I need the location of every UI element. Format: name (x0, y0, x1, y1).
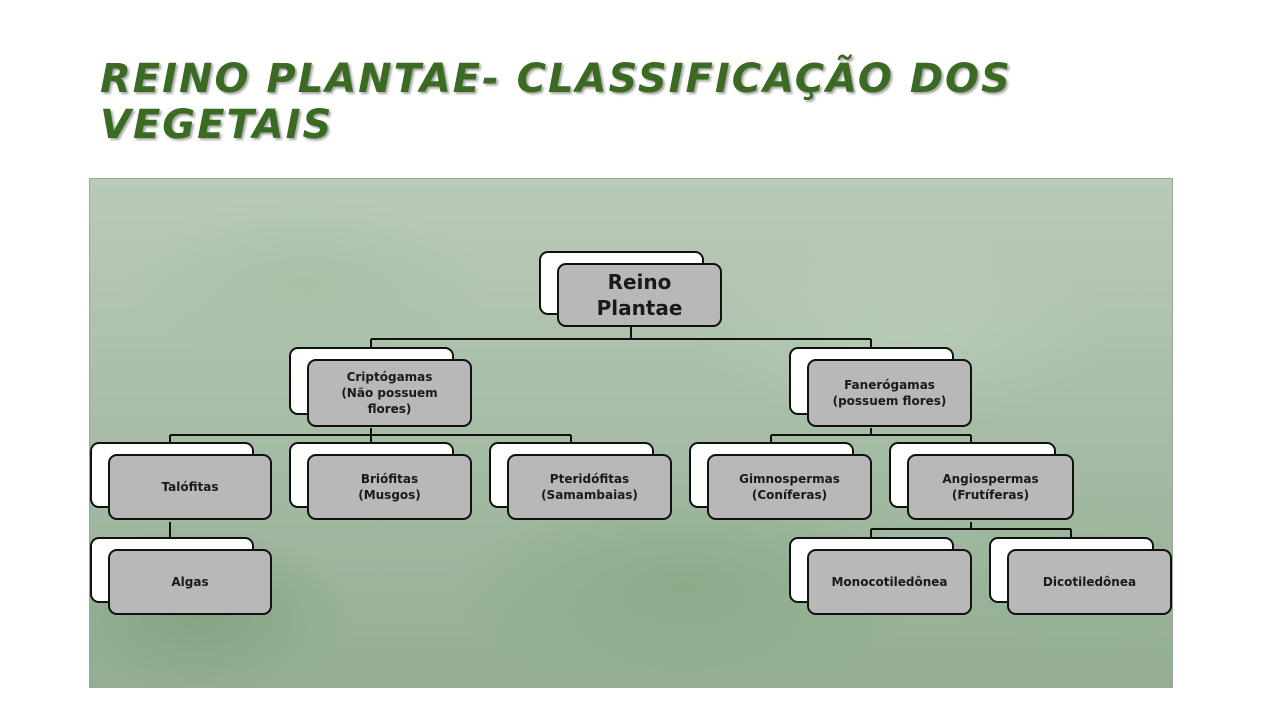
node-front-panel: Monocotiledônea (807, 549, 972, 615)
node-criptogamas-line2: (Não possuem (341, 386, 438, 400)
node-criptogamas-line3: flores) (367, 402, 412, 416)
node-front-panel: Gimnospermas (Coníferas) (707, 454, 872, 520)
connector-lines (169, 325, 1072, 538)
node-reino-plantae: Reino Plantae (539, 251, 722, 327)
node-angiospermas: Angiospermas (Frutíferas) (889, 442, 1074, 520)
node-reino-plantae-line2: Plantae (596, 296, 683, 320)
classification-panel: Reino Plantae Criptógamas (Não possuem f… (89, 178, 1173, 688)
connector-root-to-level1 (370, 325, 872, 349)
node-algas: Algas (90, 537, 272, 615)
node-talofitas: Talófitas (90, 442, 272, 520)
node-briofitas-line2: (Musgos) (358, 488, 421, 502)
node-monocotiledonea: Monocotiledônea (789, 537, 972, 615)
connector-criptogamas-to-children (169, 428, 572, 443)
node-front-panel: Angiospermas (Frutíferas) (907, 454, 1074, 520)
node-front-panel: Algas (108, 549, 272, 615)
node-briofitas: Briófitas (Musgos) (289, 442, 472, 520)
node-front-panel: Fanerógamas (possuem flores) (807, 359, 972, 427)
node-front-panel: Reino Plantae (557, 263, 722, 327)
node-criptogamas: Criptógamas (Não possuem flores) (289, 347, 472, 427)
node-gimnospermas-line2: (Coníferas) (751, 488, 828, 502)
node-front-panel: Briófitas (Musgos) (307, 454, 472, 520)
node-fanerogamas: Fanerógamas (possuem flores) (789, 347, 972, 427)
node-criptogamas-line1: Criptógamas (346, 370, 433, 384)
node-gimnospermas-line1: Gimnospermas (739, 472, 840, 486)
node-pteridofitas: Pteridófitas (Samambaias) (489, 442, 672, 520)
node-reino-plantae-line1: Reino (607, 270, 672, 294)
node-front-panel: Criptógamas (Não possuem flores) (307, 359, 472, 427)
node-angiospermas-line1: Angiospermas (942, 472, 1039, 486)
node-dicotiledonea: Dicotiledônea (989, 537, 1172, 615)
node-pteridofitas-line2: (Samambaias) (541, 488, 638, 502)
node-talofitas-line1: Talófitas (161, 480, 219, 494)
node-front-panel: Talófitas (108, 454, 272, 520)
node-front-panel: Dicotiledônea (1007, 549, 1172, 615)
node-algas-line1: Algas (171, 575, 209, 589)
slide-title: REINO PLANTAE- CLASSIFICAÇÃO DOS VEGETAI… (100, 56, 1012, 148)
node-dicotiledonea-line1: Dicotiledônea (1042, 575, 1137, 589)
node-fanerogamas-line1: Fanerógamas (844, 378, 935, 392)
node-pteridofitas-line1: Pteridófitas (549, 472, 630, 486)
node-monocotiledonea-line1: Monocotiledônea (831, 575, 948, 589)
node-fanerogamas-line2: (possuem flores) (832, 394, 947, 408)
connector-angiospermas-to-children (870, 522, 1072, 538)
node-front-panel: Pteridófitas (Samambaias) (507, 454, 672, 520)
connector-fanerogamas-to-children (770, 428, 972, 443)
node-briofitas-line1: Briófitas (360, 472, 419, 486)
node-angiospermas-line2: (Frutíferas) (951, 488, 1030, 502)
node-gimnospermas: Gimnospermas (Coníferas) (689, 442, 872, 520)
